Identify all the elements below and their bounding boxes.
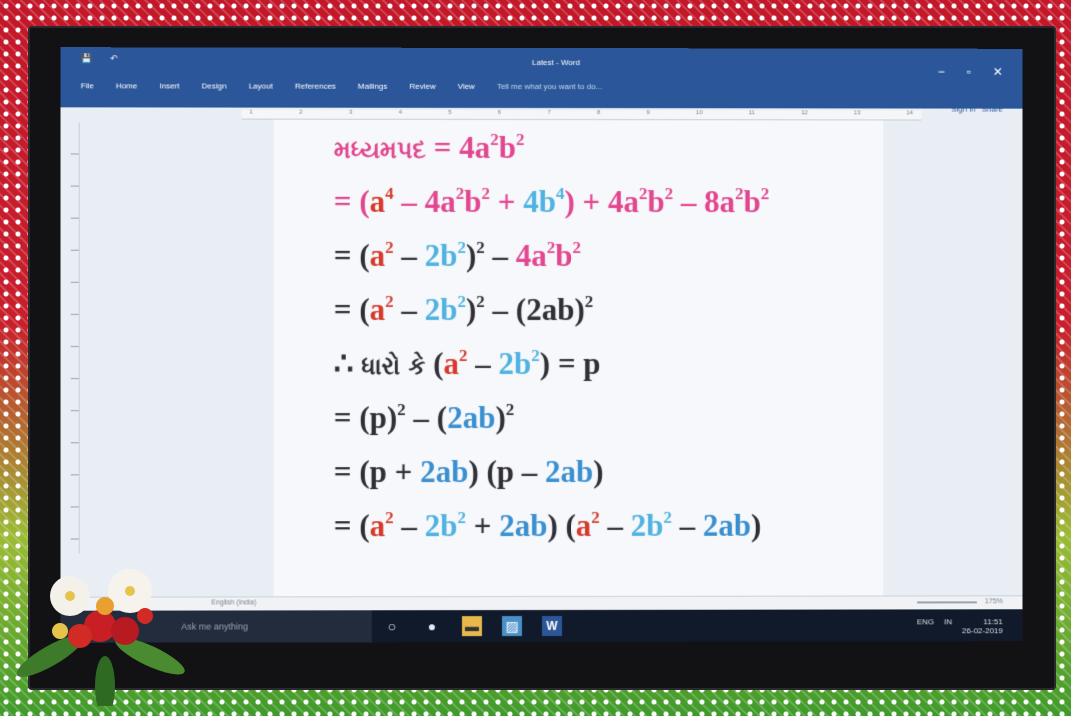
zoom-slider[interactable] bbox=[917, 600, 977, 603]
equation-line-4: = (a2 – 2b2)2 – (2ab)2 bbox=[333, 291, 594, 328]
windows-taskbar: Ask me anything ○ ● ▬ ▨ W ENG IN 11:51 2… bbox=[60, 609, 1023, 643]
folder-icon[interactable]: ▬ bbox=[461, 616, 482, 637]
clock-date: 26-02-2019 bbox=[962, 626, 1003, 636]
equation-line-2: = (a4 – 4a2b2 + 4b4) + 4a2b2 – 8a2b2 bbox=[333, 183, 770, 220]
equation-line-7: = (p + 2ab) (p – 2ab) bbox=[333, 453, 604, 490]
maximize-button[interactable]: ▫ bbox=[966, 64, 971, 79]
equation-line-6: = (p)2 – (2ab)2 bbox=[333, 399, 515, 436]
task-view-icon[interactable]: ○ bbox=[387, 618, 397, 635]
tab-insert[interactable]: Insert bbox=[159, 81, 180, 91]
tab-mailings[interactable]: Mailings bbox=[357, 81, 388, 91]
edge-icon[interactable]: ● bbox=[427, 618, 437, 635]
signin-link[interactable]: Sign in bbox=[951, 104, 976, 114]
flower-bouquet-icon bbox=[50, 569, 153, 648]
save-icon[interactable]: 💾 bbox=[80, 53, 93, 64]
quick-access-toolbar: 💾 ↶ bbox=[81, 53, 118, 64]
word-icon[interactable]: W bbox=[542, 615, 562, 637]
equation-line-5: ∴ ધારો કે (a2 – 2b2) = p bbox=[333, 345, 601, 382]
window-title: Latest - Word bbox=[531, 57, 580, 68]
close-button[interactable]: ✕ bbox=[992, 64, 1003, 79]
clock[interactable]: 11:51 26-02-2019 bbox=[962, 617, 1003, 635]
tab-layout[interactable]: Layout bbox=[248, 81, 273, 91]
tell-me-box[interactable]: Tell me what you want to do... bbox=[496, 81, 603, 92]
taskbar-apps: ○ ● ▬ ▨ W bbox=[382, 615, 562, 637]
zoom-controls: 175% bbox=[917, 598, 1003, 606]
tray-language[interactable]: ENG bbox=[916, 617, 935, 627]
share-button[interactable]: Share bbox=[981, 104, 1003, 114]
word-ribbon: 💾 ↶ Latest - Word − ▫ ✕ File Home Insert… bbox=[60, 47, 1023, 109]
flower-decoration bbox=[16, 569, 185, 706]
tab-view[interactable]: View bbox=[457, 81, 475, 91]
system-tray: ENG IN 11:51 26-02-2019 bbox=[917, 617, 1003, 635]
undo-icon[interactable]: ↶ bbox=[110, 53, 118, 64]
equation-line-3: = (a2 – 2b2)2 – 4a2b2 bbox=[333, 237, 582, 274]
zoom-level[interactable]: 175% bbox=[984, 598, 1003, 606]
photos-icon[interactable]: ▨ bbox=[501, 616, 522, 637]
equation-line-8: = (a2 – 2b2 + 2ab) (a2 – 2b2 – 2ab) bbox=[333, 507, 762, 544]
tab-file[interactable]: File bbox=[80, 81, 94, 91]
tray-region: IN bbox=[944, 617, 953, 627]
share-area: Sign in Share bbox=[951, 105, 1003, 114]
leaves-icon bbox=[16, 635, 185, 706]
tab-design[interactable]: Design bbox=[201, 81, 227, 91]
screen: 💾 ↶ Latest - Word − ▫ ✕ File Home Insert… bbox=[60, 47, 1023, 643]
tab-references[interactable]: References bbox=[294, 81, 336, 91]
ribbon-tabs: File Home Insert Design Layout Reference… bbox=[81, 81, 602, 91]
clock-time: 11:51 bbox=[983, 617, 1003, 627]
equation-line-1: મધ્યમપદ = 4a2b2 bbox=[333, 129, 525, 165]
document-page[interactable]: મધ્યમપદ = 4a2b2 = (a4 – 4a2b2 + 4b4) + 4… bbox=[273, 119, 884, 633]
tab-home[interactable]: Home bbox=[115, 81, 138, 91]
window-controls: − ▫ ✕ bbox=[938, 65, 1003, 79]
vertical-ruler[interactable] bbox=[70, 122, 80, 554]
tab-review[interactable]: Review bbox=[409, 81, 436, 91]
language-status[interactable]: English (India) bbox=[211, 599, 257, 607]
minimize-button[interactable]: − bbox=[937, 64, 945, 79]
